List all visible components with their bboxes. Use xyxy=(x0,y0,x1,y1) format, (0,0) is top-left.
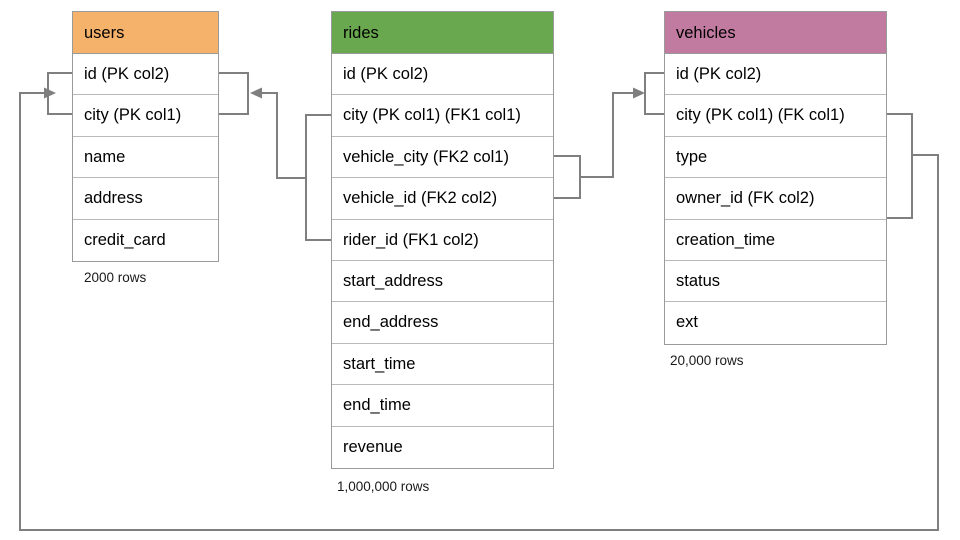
entity-header-users: users xyxy=(73,12,218,54)
field-vehicles-creation-time[interactable]: creation_time xyxy=(665,219,886,261)
vehicles-right-bracket xyxy=(887,113,913,219)
rides-fk1-to-users-line xyxy=(253,92,306,179)
vehicles-left-bracket xyxy=(644,72,664,115)
row-count-rides: 1,000,000 rows xyxy=(337,479,430,494)
field-rides-end-time[interactable]: end_time xyxy=(332,385,553,427)
field-rides-end-address[interactable]: end_address xyxy=(332,302,553,344)
field-vehicles-status[interactable]: status xyxy=(665,260,886,303)
field-rides-vehicle-city[interactable]: vehicle_city (FK2 col1) xyxy=(332,136,553,179)
field-vehicles-type[interactable]: type xyxy=(665,136,886,179)
entity-table-users[interactable]: users id (PK col2) city (PK col1) name a… xyxy=(72,11,219,262)
field-rides-start-time[interactable]: start_time xyxy=(332,343,553,386)
field-users-credit-card[interactable]: credit_card xyxy=(73,219,218,261)
entity-table-rides[interactable]: rides id (PK col2) city (PK col1) (FK1 c… xyxy=(331,11,554,469)
rides-fk2-bracket xyxy=(554,155,581,199)
field-rides-revenue[interactable]: revenue xyxy=(332,426,553,468)
field-rides-start-address[interactable]: start_address xyxy=(332,260,553,303)
field-vehicles-id[interactable]: id (PK col2) xyxy=(665,54,886,96)
users-left-bracket xyxy=(47,72,72,115)
entity-table-vehicles[interactable]: vehicles id (PK col2) city (PK col1) (FK… xyxy=(664,11,887,345)
field-rides-vehicle-id[interactable]: vehicle_id (FK2 col2) xyxy=(332,178,553,220)
arrowhead-to-users-from-rides xyxy=(250,87,262,99)
field-users-id[interactable]: id (PK col2) xyxy=(73,54,218,96)
field-rides-city[interactable]: city (PK col1) (FK1 col1) xyxy=(332,95,553,137)
field-vehicles-owner-id[interactable]: owner_id (FK col2) xyxy=(665,178,886,220)
entity-header-vehicles: vehicles xyxy=(665,12,886,54)
field-rides-rider-id[interactable]: rider_id (FK1 col2) xyxy=(332,219,553,261)
field-rides-id[interactable]: id (PK col2) xyxy=(332,54,553,96)
rides-fk2-to-vehicles-line xyxy=(580,92,633,178)
arrowhead-to-vehicles-from-rides xyxy=(633,87,645,99)
entity-header-rides: rides xyxy=(332,12,553,54)
field-users-city[interactable]: city (PK col1) xyxy=(73,95,218,137)
rides-fk1-bracket xyxy=(305,114,331,241)
field-users-address[interactable]: address xyxy=(73,178,218,220)
row-count-users: 2000 rows xyxy=(84,270,147,285)
field-vehicles-city[interactable]: city (PK col1) (FK col1) xyxy=(665,95,886,137)
arrowhead-to-users-from-vehicles xyxy=(44,87,56,99)
users-right-bracket xyxy=(219,72,249,115)
field-vehicles-ext[interactable]: ext xyxy=(665,302,886,344)
row-count-vehicles: 20,000 rows xyxy=(670,353,744,368)
field-users-name[interactable]: name xyxy=(73,136,218,179)
